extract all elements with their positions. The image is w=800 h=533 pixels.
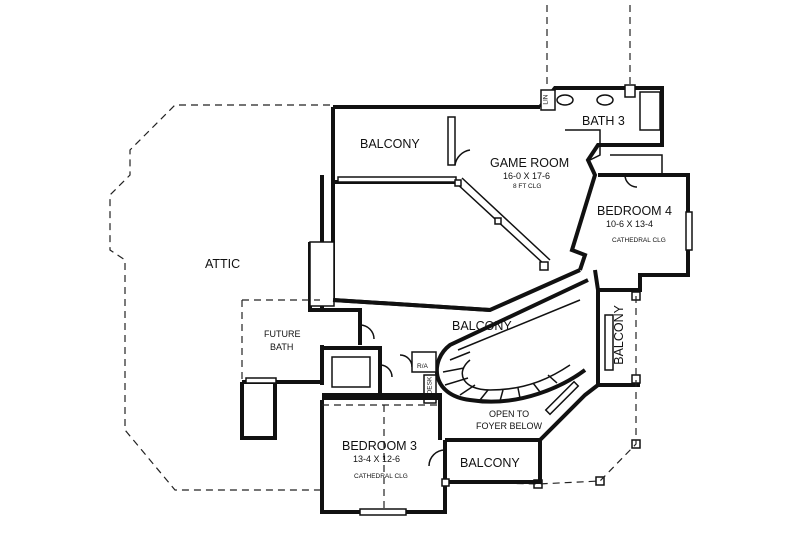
- rail-post-2: [494, 217, 502, 225]
- diagonal-rail: [454, 177, 551, 266]
- future-bath-rail: [245, 377, 277, 384]
- lin-label: LIN: [542, 94, 550, 105]
- attic-label: ATTIC: [205, 257, 241, 271]
- door-swing-closet: [379, 364, 393, 378]
- stair-inner: [457, 299, 581, 391]
- post-bottom-1: [441, 478, 450, 487]
- game-room-boundary: [332, 268, 581, 313]
- lin-closet: [540, 89, 556, 111]
- closet-wall: [322, 346, 382, 397]
- window-right-balcony: [604, 314, 614, 371]
- desk-label: DESK: [426, 376, 434, 395]
- closet-inner: [331, 356, 371, 388]
- rail-post-1: [454, 179, 462, 187]
- game-room-clg: 8 FT CLG: [513, 183, 542, 190]
- future-bath-wall: [240, 380, 322, 440]
- door-swing-future: [359, 324, 375, 340]
- bedroom3-label: BEDROOM 3: [342, 439, 418, 453]
- future-bath-dashed: [241, 299, 320, 380]
- open-foyer-label-1: OPEN TO: [489, 409, 530, 419]
- window-bedroom3: [359, 508, 407, 516]
- bath3-inner-wall: [565, 129, 601, 161]
- attic-outline: [109, 104, 330, 491]
- game-room-label: GAME ROOM: [490, 156, 570, 170]
- window-bedroom4: [685, 211, 693, 251]
- rail-post-3: [539, 261, 549, 271]
- hall-wall: [380, 393, 442, 440]
- left-wall: [308, 175, 491, 312]
- chimney-box: [309, 241, 335, 307]
- ra-label: R/A: [417, 363, 428, 370]
- future-bath-label-1: FUTURE: [264, 329, 301, 339]
- bottom-balcony-wall: [445, 438, 542, 484]
- door-swing-balcony: [454, 149, 471, 166]
- bedroom4-label: BEDROOM 4: [597, 204, 673, 218]
- sink-1: [556, 94, 574, 106]
- upper-balcony-rail: [337, 176, 457, 183]
- bath3-tub: [639, 91, 661, 131]
- bedroom4-dims: 10-6 X 13-4: [606, 219, 654, 229]
- stair-treads: [442, 351, 558, 402]
- future-bath-label-2: BATH: [270, 342, 294, 352]
- bedroom4-closet: [610, 154, 663, 175]
- stair-outer: [435, 278, 589, 404]
- sink-2: [596, 94, 614, 106]
- door-swing-hall: [399, 354, 413, 368]
- game-room-wall: [538, 86, 664, 271]
- game-room-dims: 16-0 X 17-6: [503, 171, 551, 181]
- post-right-4: [595, 476, 605, 486]
- bedroom4-clg: CATHEDRAL CLG: [612, 237, 666, 244]
- window-foyer: [544, 380, 580, 416]
- ra-box: [411, 351, 437, 373]
- open-foyer-label-2: FOYER BELOW: [476, 421, 543, 431]
- future-bath-side: [320, 308, 362, 385]
- bedroom3-dims: 13-4 X 12-6: [353, 454, 401, 464]
- window-upper-balcony: [447, 116, 456, 166]
- balcony-right-label: BALCONY: [612, 305, 626, 365]
- bedroom3-clg: CATHEDRAL CLG: [354, 473, 408, 480]
- balcony-bottom-label: BALCONY: [460, 456, 520, 470]
- balcony-center-label: BALCONY: [452, 319, 512, 333]
- bath3-label: BATH 3: [582, 114, 625, 128]
- bedroom4-wall: [593, 173, 690, 292]
- balcony-top-label: BALCONY: [360, 137, 420, 151]
- toilet: [624, 84, 636, 98]
- door-swing-bedroom3: [428, 449, 446, 467]
- door-swing-bedroom4: [624, 174, 638, 188]
